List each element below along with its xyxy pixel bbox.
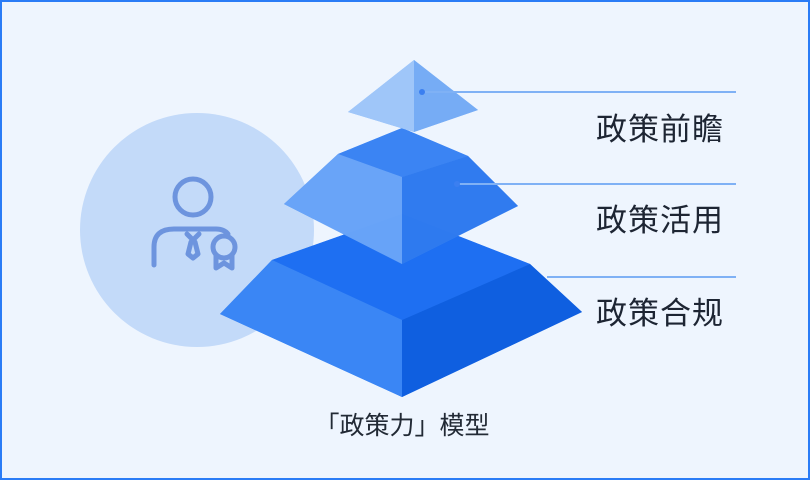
leader-lines [422,91,736,278]
tier-label-middle: 政策活用 [596,203,724,238]
tier-label-bottom: 政策合规 [596,296,724,331]
tier-label-top: 政策前瞻 [596,112,724,147]
pyramid-tier-top [348,60,478,132]
leader-dot-top [419,89,425,95]
person-with-certificate-icon [151,176,238,271]
pyramid-tier-bottom [220,214,582,397]
pyramid-tier-middle [284,128,518,264]
diagram-caption: 「政策力」模型 [314,412,490,440]
leader-dot-middle [454,181,460,187]
